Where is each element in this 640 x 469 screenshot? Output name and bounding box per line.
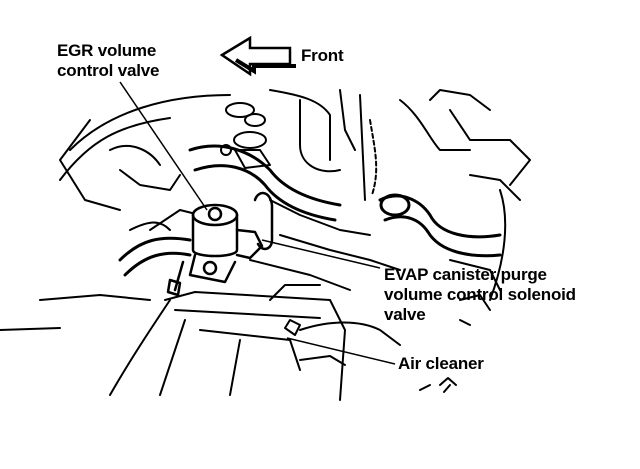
egr-leader-line [119, 81, 208, 211]
air-cleaner-leader-line [286, 337, 396, 365]
egr-valve-assembly [166, 191, 274, 297]
evap-label-line-1: EVAP canister purge [384, 265, 547, 284]
evap-solenoid-label: EVAP canister purge volume control solen… [384, 265, 576, 325]
left-arrow-icon [219, 35, 296, 77]
egr-label-line-2: control valve [57, 61, 160, 80]
egr-label-line-1: EGR volume [57, 41, 157, 60]
front-label: Front [301, 46, 344, 65]
egr-valve-label: EGR volume control valve [57, 41, 159, 81]
evap-label-line-2: volume control solenoid [384, 285, 576, 304]
air-cleaner-label: Air cleaner [398, 354, 484, 373]
leader-lines [119, 81, 396, 365]
evap-leader-line [261, 239, 381, 269]
engine-bay-sketch [0, 89, 531, 401]
evap-label-line-3: valve [384, 305, 426, 324]
